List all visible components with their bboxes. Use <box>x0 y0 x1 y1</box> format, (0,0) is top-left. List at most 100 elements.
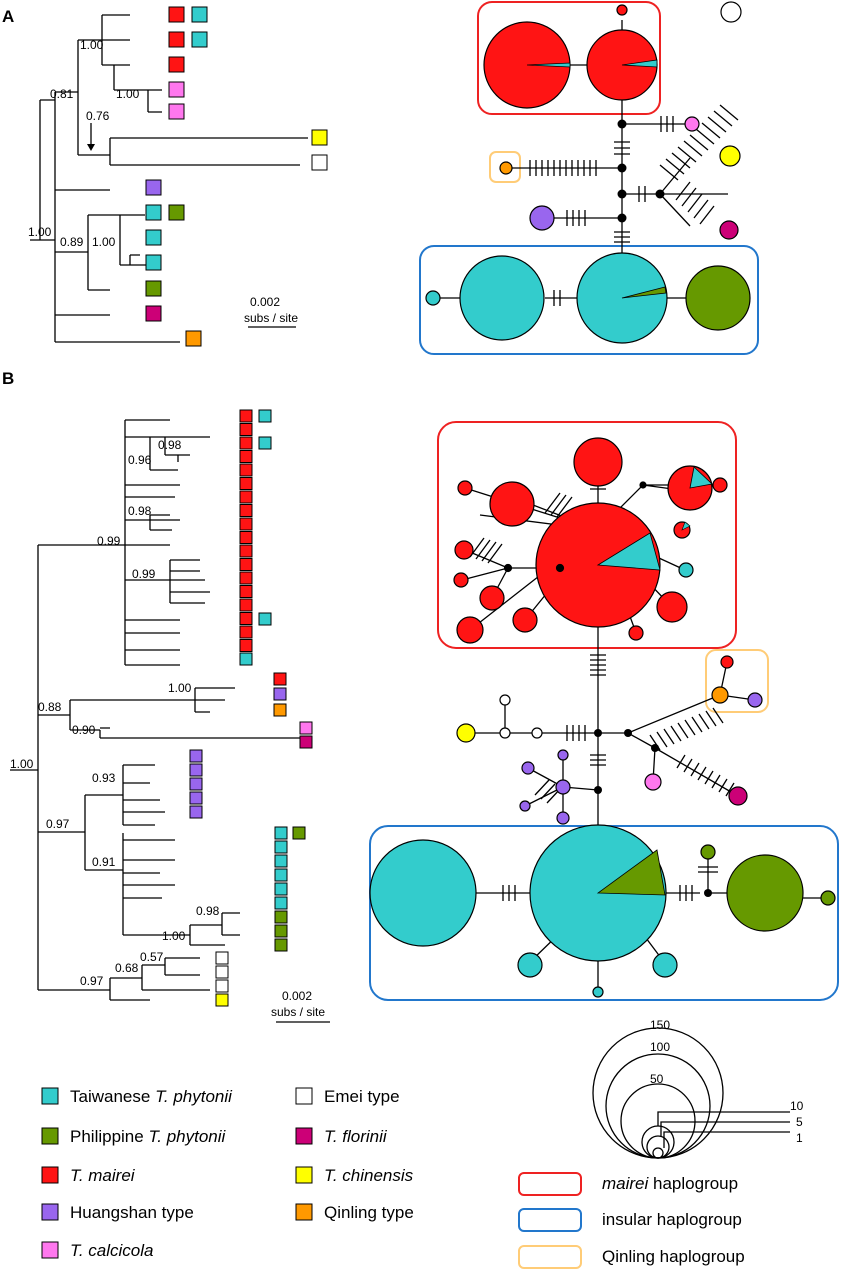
haplotype-node <box>720 655 734 669</box>
tip-square-taiwan <box>239 652 253 666</box>
pie-slice <box>689 466 713 489</box>
legend-label-mairei: T. mairei <box>70 1166 136 1185</box>
pie-slice <box>681 521 691 531</box>
size-circle <box>646 1135 670 1159</box>
legend-box-box_mairei <box>518 1172 582 1196</box>
haplotype-node <box>529 205 555 231</box>
haplotype-node <box>517 952 543 978</box>
tip-square-calc <box>299 721 313 735</box>
haplotype-node <box>678 562 694 578</box>
haplotype-node <box>519 800 531 812</box>
tip-square-mairei <box>239 477 253 490</box>
tip-square-mairei <box>239 490 253 504</box>
haplotype-node <box>719 145 741 167</box>
tip-square-taiwan <box>41 1087 59 1105</box>
mairei-haplogroup-box <box>437 421 737 649</box>
support-label: 1.00 <box>168 681 192 695</box>
legend-label-calc: T. calcicola <box>70 1241 153 1260</box>
size-leader-lines <box>657 1111 790 1148</box>
haplotype-node <box>499 161 513 175</box>
median-vectors <box>617 119 665 223</box>
haplotype-node <box>652 952 678 978</box>
haplotype-node <box>456 723 476 743</box>
legend-label-phil: Philippine T. phytonii <box>70 1127 227 1146</box>
tip-square-chin <box>295 1166 313 1184</box>
tip-square-taiwan <box>274 854 288 868</box>
tip-square-huang <box>145 179 162 196</box>
tip-square-qin <box>185 330 202 347</box>
legend-label-chin: T. chinensis <box>324 1166 414 1185</box>
tip-square-mairei <box>239 409 253 423</box>
haplotype-node <box>656 591 688 623</box>
haplotype-node <box>489 481 535 527</box>
median-vectors <box>594 729 659 794</box>
panel-label-b: B <box>2 369 14 388</box>
tip-square-phil <box>274 924 288 938</box>
haplotype-node <box>425 290 441 306</box>
legend-label-huang: Huangshan type <box>70 1203 194 1222</box>
network-b <box>369 421 839 1001</box>
tip-square-mairei <box>239 423 253 436</box>
tip-square-mairei <box>239 558 253 571</box>
haplotype-node <box>479 585 505 611</box>
tip-square-phil <box>145 280 162 297</box>
support-label: 0.98 <box>196 904 220 918</box>
haplotype-node <box>700 844 716 860</box>
legend-label-box_mairei: mairei haplogroup <box>602 1174 738 1193</box>
legend-label-emei: Emei type <box>324 1087 400 1106</box>
tree-a-branches <box>30 14 308 343</box>
scale-bar-value: 0.002 <box>282 989 312 1003</box>
legend-label-taiwan: Taiwanese T. phytonii <box>70 1087 233 1106</box>
haplotype-node <box>557 749 569 761</box>
tip-square-phil <box>274 938 288 952</box>
support-label: 0.96 <box>128 453 152 467</box>
support-label: 0.97 <box>80 974 104 988</box>
tip-square-chin <box>311 129 328 146</box>
support-label: 1.00 <box>162 929 186 943</box>
haplotype-node <box>726 854 804 932</box>
support-label: 0.88 <box>38 700 62 714</box>
mairei-haplogroup-box <box>477 1 661 115</box>
tip-square-emei <box>215 951 229 965</box>
haplotype-node <box>499 694 511 706</box>
support-label: 0.93 <box>92 771 116 785</box>
legend-label-box_insular: insular haplogroup <box>602 1210 742 1229</box>
support-label: 0.57 <box>140 950 164 964</box>
panel-label-a: A <box>2 7 14 26</box>
scale-bar-value: 0.002 <box>250 295 280 309</box>
median-vector <box>555 563 565 573</box>
size-label: 10 <box>790 1099 804 1113</box>
tree-a: 1.00 1.00 0.81 0.76 1.00 0.89 1.00 0.002… <box>28 14 308 343</box>
tip-square-taiwan <box>145 204 162 221</box>
support-label: 0.68 <box>115 961 139 975</box>
tip-square-taiwan <box>258 409 272 423</box>
tip-square-mairei <box>239 531 253 544</box>
haplotype-node <box>459 255 545 341</box>
median-vector <box>503 563 513 573</box>
pie-slice <box>596 532 661 571</box>
legend-label-flor: T. florinii <box>324 1127 388 1146</box>
tree-b: 0.99 0.96 0.98 0.98 0.99 1.00 0.88 0.90 … <box>10 419 330 1023</box>
size-circle <box>652 1147 664 1159</box>
scale-bar-unit: subs / site <box>244 311 298 325</box>
haplotype-node <box>616 4 628 16</box>
tip-square-mairei <box>168 31 185 48</box>
haplotype-node <box>456 616 484 644</box>
haplotype-node <box>684 116 700 132</box>
haplotype-node <box>592 986 604 998</box>
haplotype-node <box>644 773 662 791</box>
tip-square-qin <box>273 703 287 717</box>
tip-square-mairei <box>239 517 253 531</box>
haplotype-node <box>454 540 474 560</box>
size-label: 100 <box>650 1040 670 1054</box>
tip-square-mairei <box>239 463 253 477</box>
pie-slice <box>526 62 571 68</box>
haplotype-node <box>728 786 748 806</box>
tip-square-calc <box>168 103 185 120</box>
haplotype-node <box>628 625 644 641</box>
legend-box-box_insular <box>518 1208 582 1232</box>
haplotype-node <box>820 890 836 906</box>
tip-square-emei <box>295 1087 313 1105</box>
